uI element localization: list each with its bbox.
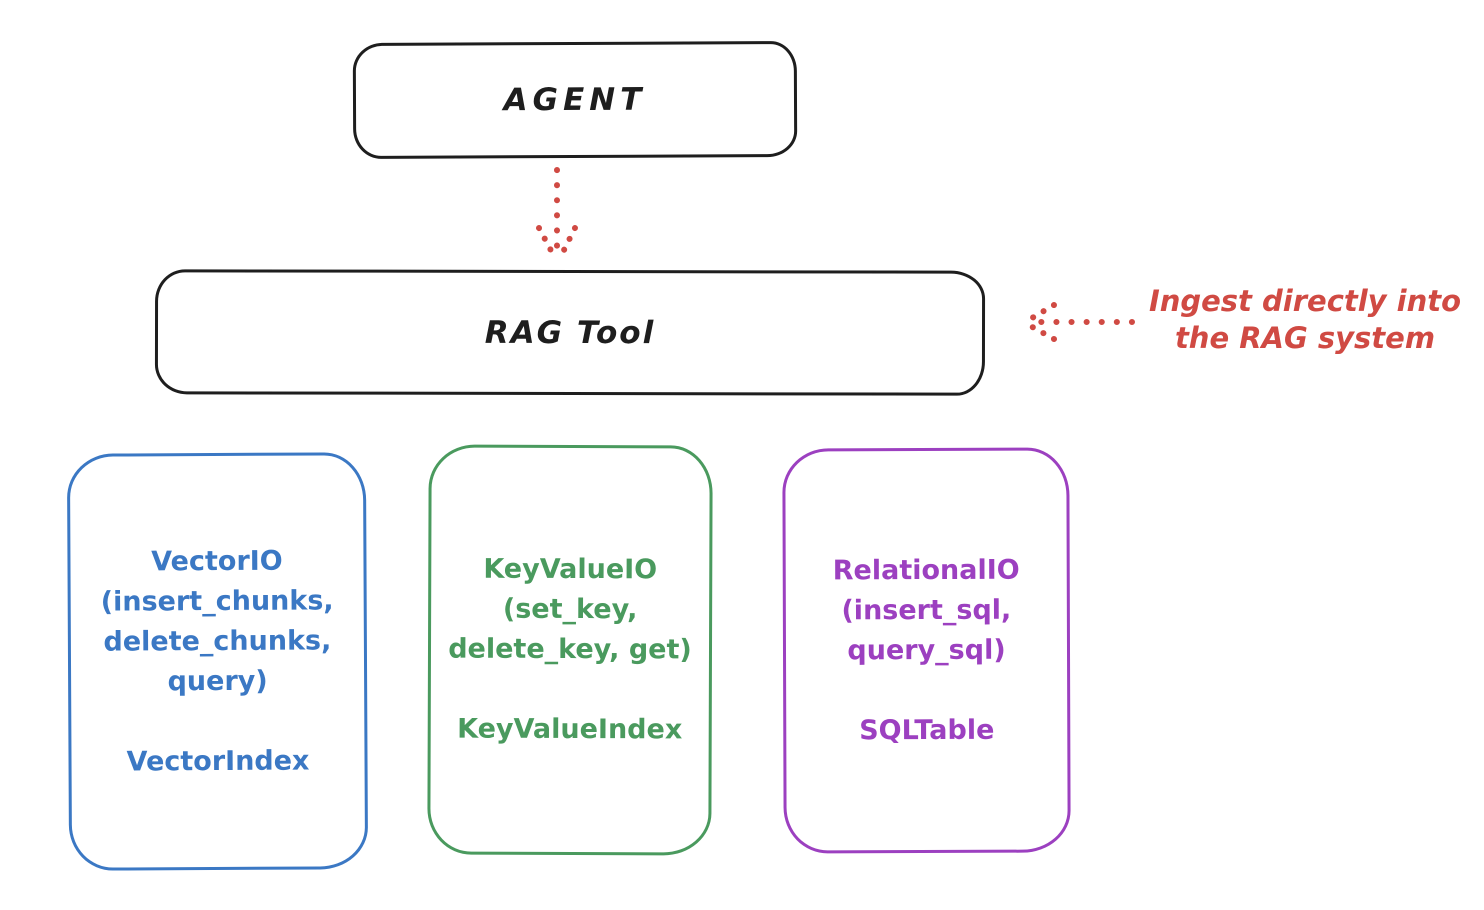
rag-tool-node: RAG Tool <box>154 269 986 396</box>
relationalio-table-label: SQLTable <box>859 714 995 746</box>
relationalio-title-line: (insert_sql, <box>841 594 1012 626</box>
vectorio-index-label: VectorIndex <box>126 745 310 777</box>
annotation-to-rag-arrow <box>1024 302 1135 342</box>
ingest-annotation-line2: the RAG system <box>1174 321 1436 355</box>
keyvalueio-title-line: (set_key, <box>502 593 638 626</box>
keyvalueio-index-label: KeyValueIndex <box>457 713 683 746</box>
keyvalueio-node: KeyValueIO (set_key, delete_key, get) Ke… <box>427 444 713 856</box>
vectorio-title-line: (insert_chunks, <box>100 584 334 618</box>
agent-label: AGENT <box>503 81 647 119</box>
keyvalueio-title-line: delete_key, get) <box>448 633 692 666</box>
relationalio-node: RelationalIO (insert_sql, query_sql) SQL… <box>782 447 1071 854</box>
vectorio-title-line: delete_chunks, <box>103 624 332 658</box>
vectorio-title-line: query) <box>167 665 268 697</box>
relationalio-title-line: query_sql) <box>847 634 1006 666</box>
agent-to-rag-arrow <box>536 167 578 261</box>
ingest-annotation-line1: Ingest directly into <box>1148 284 1462 318</box>
ingest-annotation: Ingest directly into the RAG system <box>1135 283 1475 357</box>
relationalio-title-line: RelationalIO <box>832 554 1020 586</box>
rag-tool-label: RAG Tool <box>484 314 656 351</box>
agent-node: AGENT <box>352 41 798 159</box>
keyvalueio-title-line: KeyValueIO <box>483 553 658 586</box>
vectorio-node: VectorIO (insert_chunks, delete_chunks, … <box>66 452 369 871</box>
vectorio-title-line: VectorIO <box>151 545 283 577</box>
